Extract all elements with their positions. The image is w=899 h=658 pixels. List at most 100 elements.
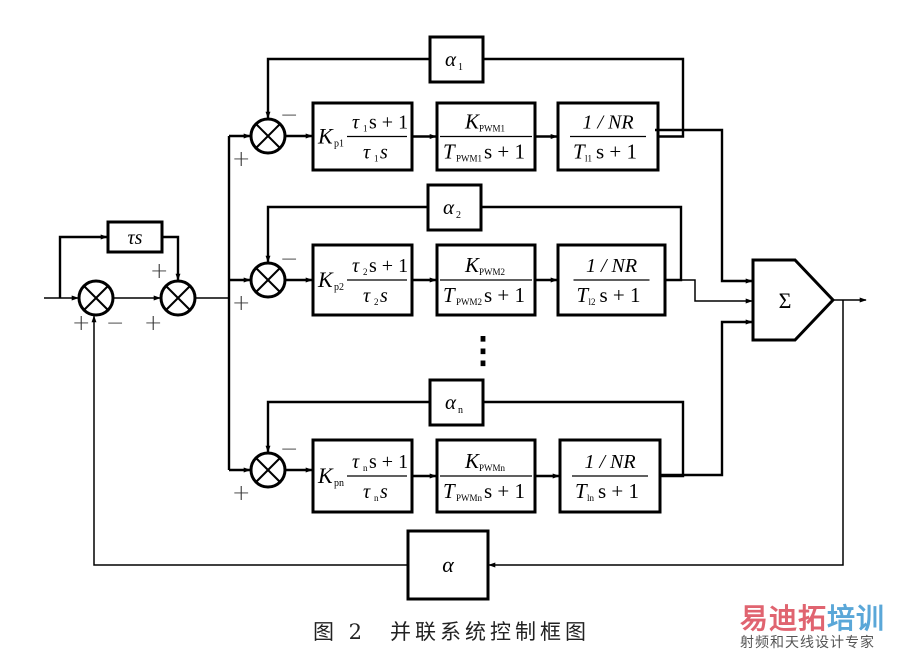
plant-time-constant-symbol: T [573, 140, 586, 164]
junction-plus-sign: + [232, 291, 250, 316]
controller-den-tau: τ [363, 142, 371, 164]
ellipsis-more-branches: ⋮ [465, 330, 501, 370]
branch-feedback-gain-symbol: α [445, 47, 457, 71]
branch1-to-summer-line [655, 128, 753, 284]
branch-feedback-gain-block [426, 183, 483, 232]
controller-num-tau-sub: 2 [363, 267, 368, 277]
summer-label: Σ [779, 288, 792, 313]
feedforward-out-line [162, 235, 181, 281]
branch-feedback-gain-block [428, 35, 485, 84]
controller-den-tau-sub: 1 [374, 154, 379, 164]
controller-num-tau-sub: n [363, 463, 368, 473]
junction-minus-sign: − [280, 247, 298, 272]
plant-time-constant-subscript: l1 [585, 154, 592, 164]
outer-feedback-gain-label: α [442, 552, 454, 577]
plant-time-constant-subscript: l2 [589, 297, 596, 307]
plant-time-constant-symbol: T [577, 283, 590, 307]
plant-den-rest: s + 1 [596, 140, 637, 164]
controller-den-rest: s [380, 481, 388, 503]
branch-feedback-gain-block [428, 378, 485, 427]
input-junction-minus-sign: − [106, 311, 124, 336]
input-junction-plus-sign: + [72, 311, 90, 336]
plant-den-rest: s + 1 [598, 479, 639, 503]
controller-den-tau: τ [363, 285, 371, 307]
summer-block [751, 258, 836, 342]
controller-den-tau-sub: n [374, 493, 379, 503]
figure-caption: 图 2 并联系统控制框图 [313, 616, 590, 646]
figure-number: 图 2 [313, 620, 367, 644]
controller-gain-subscript: pn [334, 478, 344, 489]
input-section: τs + − + + [44, 220, 229, 336]
branchn-to-summer-line [660, 319, 753, 477]
branch-feedback-gain-symbol: α [445, 390, 457, 414]
branch-feedback-gain-symbol: α [443, 195, 455, 219]
pwm-gain-subscript: PWM2 [479, 267, 505, 277]
junction-minus-sign: − [280, 103, 298, 128]
controller-gain-subscript: p2 [334, 282, 344, 293]
plant-time-constant-subscript: ln [587, 493, 595, 503]
controller-gain-symbol: K [317, 267, 334, 292]
controller-num-tau: τ [352, 451, 360, 473]
controller-gain-symbol: K [317, 124, 334, 149]
controller-num-rest: s + 1 [369, 255, 408, 277]
plant-numerator: 1 / NR [582, 112, 633, 134]
pwm-den-rest: s + 1 [484, 283, 525, 307]
pwm-den-rest: s + 1 [484, 479, 525, 503]
second-junction-plus-left: + [144, 311, 162, 336]
pwm-time-constant-symbol: T [443, 479, 456, 503]
controller-den-rest: s [380, 142, 388, 164]
input-summing-junction [77, 279, 115, 317]
controller-num-tau: τ [352, 255, 360, 277]
second-junction-plus-top: + [150, 259, 168, 284]
second-summing-junction [159, 279, 197, 317]
watermark: 易迪拓培训 射频和天线设计专家 [740, 604, 898, 658]
plant-time-constant-symbol: T [575, 479, 588, 503]
watermark-brand-blue: 培训 [827, 602, 886, 635]
branch-feedback-line-left [265, 57, 430, 119]
branch2-to-summer-line [665, 279, 753, 304]
pwm-gain-symbol: K [464, 253, 480, 277]
feedforward-label: τs [128, 227, 143, 249]
pwm-time-constant-subscript: PWM2 [456, 297, 482, 307]
output-summer: Σ [751, 258, 836, 342]
pwm-gain-symbol: K [464, 110, 480, 134]
watermark-tagline: 射频和天线设计专家 [740, 635, 875, 651]
pwm-gain-subscript: PWMn [479, 463, 506, 473]
pwm-time-constant-symbol: T [443, 140, 456, 164]
pwm-time-constant-symbol: T [443, 283, 456, 307]
outer-feedback-gain-block [406, 529, 490, 601]
branch-feedback-gain-subscript: 2 [456, 210, 461, 221]
outer-feedback-line-right [488, 300, 844, 568]
branch-feedback-line-left [265, 400, 430, 453]
controller-num-rest: s + 1 [369, 112, 408, 134]
controller-den-tau-sub: 2 [374, 297, 379, 307]
figure-title: 并联系统控制框图 [390, 620, 591, 644]
plant-den-rest: s + 1 [600, 283, 641, 307]
controller-num-tau: τ [352, 112, 360, 134]
branch-feedback-gain-subscript: n [458, 405, 463, 416]
plant-numerator: 1 / NR [586, 255, 637, 277]
branch-feedback-line-left [265, 205, 428, 263]
pwm-gain-subscript: PWM1 [479, 124, 505, 134]
controller-gain-symbol: K [317, 463, 334, 488]
outer-feedback-line-left [91, 315, 408, 566]
feedforward-tap-line [58, 234, 108, 298]
branch-feedback-gain-subscript: 1 [458, 62, 463, 73]
controller-num-tau-sub: 1 [363, 124, 368, 134]
controller-gain-subscript: p1 [334, 139, 344, 150]
junction-minus-sign: − [280, 437, 298, 462]
junction-plus-sign: + [232, 147, 250, 172]
controller-num-rest: s + 1 [369, 451, 408, 473]
junction-plus-sign: + [232, 481, 250, 506]
branch-feedback-line-right [483, 57, 685, 138]
plant-numerator: 1 / NR [584, 451, 635, 473]
pwm-time-constant-subscript: PWM1 [456, 154, 482, 164]
branch-summing-junction [249, 451, 287, 489]
pwm-time-constant-subscript: PWMn [456, 493, 483, 503]
watermark-brand-red: 易迪拓 [740, 602, 828, 635]
